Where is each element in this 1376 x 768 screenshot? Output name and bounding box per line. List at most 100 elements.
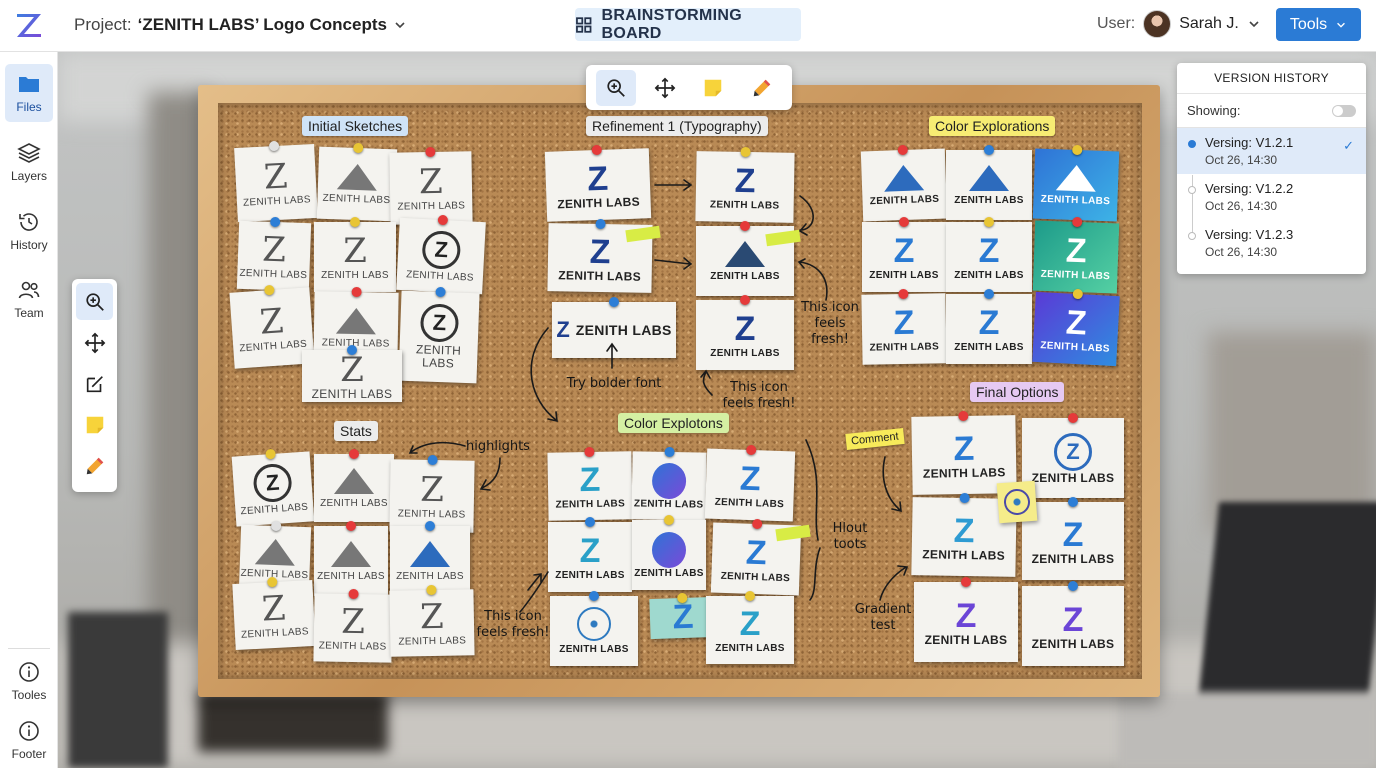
section-label-refinement: Refinement 1 (Typography) [586, 116, 768, 136]
edit-box-button[interactable] [76, 365, 113, 402]
tools-button[interactable]: Tools [1276, 8, 1361, 41]
push-pin [265, 448, 276, 460]
zoom-button[interactable] [596, 69, 637, 106]
mountain-icon [410, 540, 450, 567]
logo-card[interactable]: ZENITH LABS [860, 144, 948, 222]
sticky-note-button[interactable] [76, 406, 113, 443]
version-dot [1188, 140, 1196, 148]
logo-card[interactable]: ZENITH LABS [390, 521, 470, 596]
sidebar-item-files[interactable]: Files [5, 64, 53, 122]
push-pin [349, 449, 359, 459]
board-title[interactable]: BRAINSTORMING BOARD [575, 7, 801, 42]
version-item[interactable]: Versing: V1.2.3 Oct 26, 14:30 [1177, 220, 1366, 266]
logo-card[interactable]: ZENITH LABS [316, 142, 398, 222]
logo-card[interactable]: ZENITH LABS [631, 446, 707, 521]
logo-card[interactable]: ZENITH LABS [946, 145, 1032, 220]
logo-card[interactable]: ZENITH LABS [1032, 144, 1120, 222]
user-name: Sarah J. [1179, 15, 1239, 32]
showing-toggle[interactable] [1332, 104, 1356, 117]
logo-card[interactable]: ZENITH LABS [696, 221, 794, 296]
brand-caption: ZENITH LABS [559, 644, 629, 655]
push-pin [264, 284, 275, 296]
brand-caption: ZENITH LABS [555, 497, 626, 511]
pencil-button[interactable] [742, 70, 782, 106]
brand-caption: ZENITH LABS [557, 194, 641, 211]
version-history-panel: VERSION HISTORY Showing: Versing: V1.2.1… [1177, 63, 1366, 274]
push-pin [270, 520, 282, 532]
sidebar: Files Layers History Team Tooles Footer [0, 52, 58, 768]
pen-holder [68, 612, 168, 768]
pencil-button[interactable] [76, 447, 113, 484]
sticky-note-icon [705, 79, 722, 96]
avatar [1143, 10, 1172, 38]
mountain-icon [1055, 163, 1097, 192]
logo-card[interactable]: ZENITH LABS [314, 521, 388, 596]
mountain-icon [725, 240, 765, 267]
move-button[interactable] [76, 324, 113, 361]
sidebar-item-history[interactable]: History [5, 202, 53, 260]
version-item[interactable]: Versing: V1.2.2 Oct 26, 14:30 [1177, 174, 1366, 220]
z-letter-mark: Z [556, 317, 570, 342]
z-letter-mark: Z [893, 231, 915, 270]
zoom-button[interactable] [76, 283, 113, 320]
z-letter-mark: Z [745, 533, 768, 572]
user-menu[interactable]: User: Sarah J. [1097, 10, 1261, 38]
version-item[interactable]: Versing: V1.2.1 Oct 26, 14:30 ✓ [1177, 128, 1366, 174]
brand-caption: ZENITH LABS [924, 632, 1008, 647]
brand-caption: ZENITH LABS [1040, 193, 1111, 207]
laptop-base [1118, 692, 1376, 768]
z-letter-mark: Z [739, 604, 761, 643]
move-button[interactable] [645, 70, 685, 106]
sidebar-item-layers[interactable]: Layers [5, 133, 53, 191]
atom-sticky-note[interactable] [996, 480, 1038, 524]
version-label: Versing: V1.2.2 [1205, 181, 1294, 196]
push-pin [959, 492, 970, 504]
brand-caption: ZENITH LABS [710, 270, 780, 282]
push-pin [740, 146, 751, 158]
sidebar-item-team[interactable]: Team [5, 270, 53, 328]
logo-card[interactable]: ZENITH LABS [632, 515, 706, 590]
version-date: Oct 26, 14:30 [1205, 245, 1278, 259]
app-logo-icon[interactable] [12, 10, 46, 40]
brand-caption: ZENITH LABS [954, 341, 1024, 353]
sticky-note-button[interactable] [693, 70, 733, 106]
project-selector[interactable]: Project: ‘ZENITH LABS’ Logo Concepts [74, 15, 407, 35]
brand-caption: ZENITH LABS [634, 567, 704, 579]
logo-card[interactable]: ZENITH LABS [550, 591, 638, 666]
sidebar-item-footer[interactable]: Footer [5, 711, 53, 768]
sidebar-item-tooles[interactable]: Tooles [5, 652, 53, 710]
push-pin [958, 410, 969, 422]
logo-card[interactable]: ZENITH LABS [314, 449, 394, 522]
brand-caption: ZENITH LABS [954, 194, 1024, 206]
